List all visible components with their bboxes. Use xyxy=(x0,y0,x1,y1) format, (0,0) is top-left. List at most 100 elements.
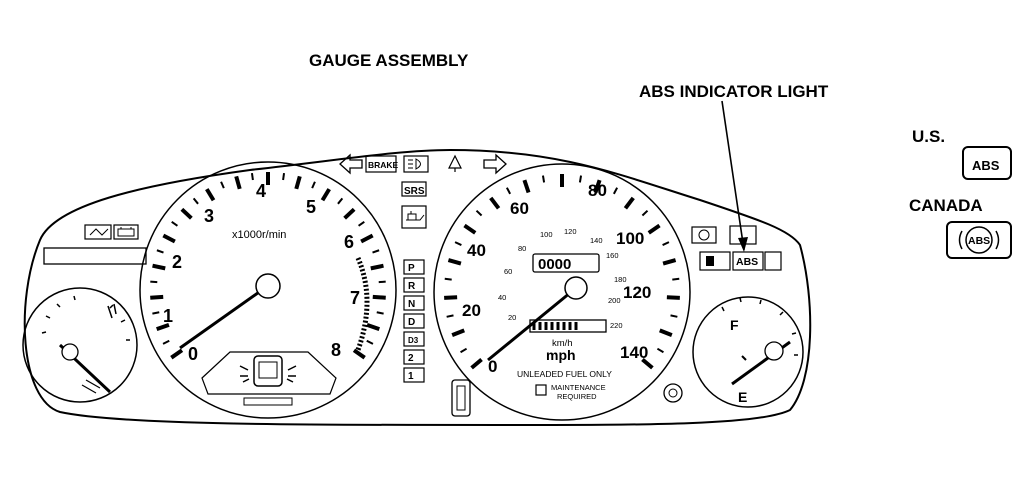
tick-mark xyxy=(163,341,169,344)
tick-mark xyxy=(359,222,365,226)
tick-mark xyxy=(657,349,663,353)
mph-label-140: 140 xyxy=(620,343,648,362)
tick-mark xyxy=(172,222,178,226)
tach-tick-marks xyxy=(150,172,385,358)
tick-mark xyxy=(283,173,284,180)
tick-mark xyxy=(367,341,373,344)
mph-label-60: 60 xyxy=(510,199,529,218)
us-abs-symbol: ABS xyxy=(963,147,1011,179)
tick-mark xyxy=(477,211,482,216)
abs-callout-pointer xyxy=(722,101,744,250)
tick-mark xyxy=(296,176,300,189)
tick-mark xyxy=(649,226,660,233)
tick-mark xyxy=(455,242,461,245)
mph-label-40: 40 xyxy=(467,241,486,260)
tach-needle xyxy=(180,290,262,348)
odometer-reading: 0000 xyxy=(538,256,571,273)
kmh-label-80: 80 xyxy=(518,244,526,253)
mph-label-120: 120 xyxy=(623,283,651,302)
abs-indicator-callout-label: ABS INDICATOR LIGHT xyxy=(639,82,828,102)
tick-mark xyxy=(452,330,464,335)
gear-box xyxy=(404,350,424,364)
top-indicator-row: BRAKE xyxy=(340,155,506,173)
tick-mark xyxy=(524,180,528,192)
kmh-label-60: 60 xyxy=(504,267,512,276)
gear-label: D3 xyxy=(408,336,419,345)
speedo-needle-hub xyxy=(565,277,587,299)
tach-label-8: 8 xyxy=(331,340,341,360)
tach-label-5: 5 xyxy=(306,197,316,217)
mph-label-100: 100 xyxy=(616,229,644,248)
cruise-indicator xyxy=(452,380,470,416)
tach-needle-hub xyxy=(256,274,280,298)
high-beam-icon xyxy=(408,159,421,169)
srs-text: SRS xyxy=(404,186,425,197)
fog-light-icon xyxy=(449,156,461,172)
tick-mark xyxy=(152,312,159,313)
tick-mark xyxy=(354,350,365,357)
brake-warning-text: BRAKE xyxy=(368,160,399,170)
fuel-gauge: F E xyxy=(693,297,803,407)
car-top-view-icon xyxy=(254,356,282,386)
tick-mark xyxy=(182,209,191,218)
seatbelt-indicator xyxy=(85,225,111,239)
tick-mark xyxy=(252,173,253,180)
gear-label: N xyxy=(408,299,415,310)
kmh-label-180: 180 xyxy=(614,275,627,284)
tach-label-0: 0 xyxy=(188,344,198,364)
speed-unit-mph: mph xyxy=(546,347,576,363)
battery-icon xyxy=(118,227,134,236)
tick-mark xyxy=(663,242,669,245)
tick-mark xyxy=(543,176,544,183)
tick-mark xyxy=(445,279,452,280)
tick-mark xyxy=(171,350,182,357)
tick-mark xyxy=(236,176,240,189)
gear-box xyxy=(404,368,424,382)
right-display-window xyxy=(765,252,781,270)
tick-mark xyxy=(367,325,379,329)
tick-mark xyxy=(444,297,457,298)
tick-mark xyxy=(194,198,198,203)
us-region-label: U.S. xyxy=(912,127,945,147)
tick-mark xyxy=(373,250,380,252)
tick-mark xyxy=(361,236,373,242)
tick-mark xyxy=(660,330,672,335)
kmh-label-160: 160 xyxy=(606,251,619,260)
canada-region-label: CANADA xyxy=(909,196,983,216)
kmh-label-40: 40 xyxy=(498,293,506,302)
tick-mark xyxy=(671,315,678,316)
unleaded-fuel-note: UNLEADED FUEL ONLY xyxy=(517,369,612,379)
tach-unit-label: x1000r/min xyxy=(232,229,286,241)
right-turn-signal-icon xyxy=(484,155,506,173)
tick-mark xyxy=(580,176,581,183)
oil-can-icon xyxy=(406,211,424,220)
diagram-title: GAUGE ASSEMBLY xyxy=(309,51,468,71)
tick-mark xyxy=(157,250,164,252)
tick-mark xyxy=(672,279,679,280)
fuel-empty-mark: E xyxy=(738,389,747,405)
tick-mark xyxy=(472,359,482,367)
tick-mark xyxy=(461,349,467,353)
tick-mark xyxy=(667,297,680,298)
gear-label: 1 xyxy=(408,371,414,382)
speedometer: 0 20 40 60 80 100 120 140 20 40 60 80 10… xyxy=(434,164,690,420)
tick-mark xyxy=(377,312,384,313)
kmh-label-140: 140 xyxy=(590,236,603,245)
tick-mark xyxy=(465,226,476,233)
tick-mark xyxy=(153,266,166,269)
fuel-full-mark: F xyxy=(730,317,739,333)
kmh-label-120: 120 xyxy=(564,227,577,236)
svg-text:ABS: ABS xyxy=(972,158,1000,173)
tick-mark xyxy=(371,266,384,269)
gear-label: 2 xyxy=(408,353,414,364)
temperature-gauge xyxy=(23,288,137,402)
tick-mark xyxy=(312,182,315,188)
tick-mark xyxy=(373,297,386,298)
mph-label-20: 20 xyxy=(462,301,481,320)
tick-mark xyxy=(338,198,342,203)
left-display-window xyxy=(44,248,146,264)
tick-mark xyxy=(207,189,214,200)
canada-abs-symbol: ABS xyxy=(947,222,1011,258)
tach-label-3: 3 xyxy=(204,206,214,226)
